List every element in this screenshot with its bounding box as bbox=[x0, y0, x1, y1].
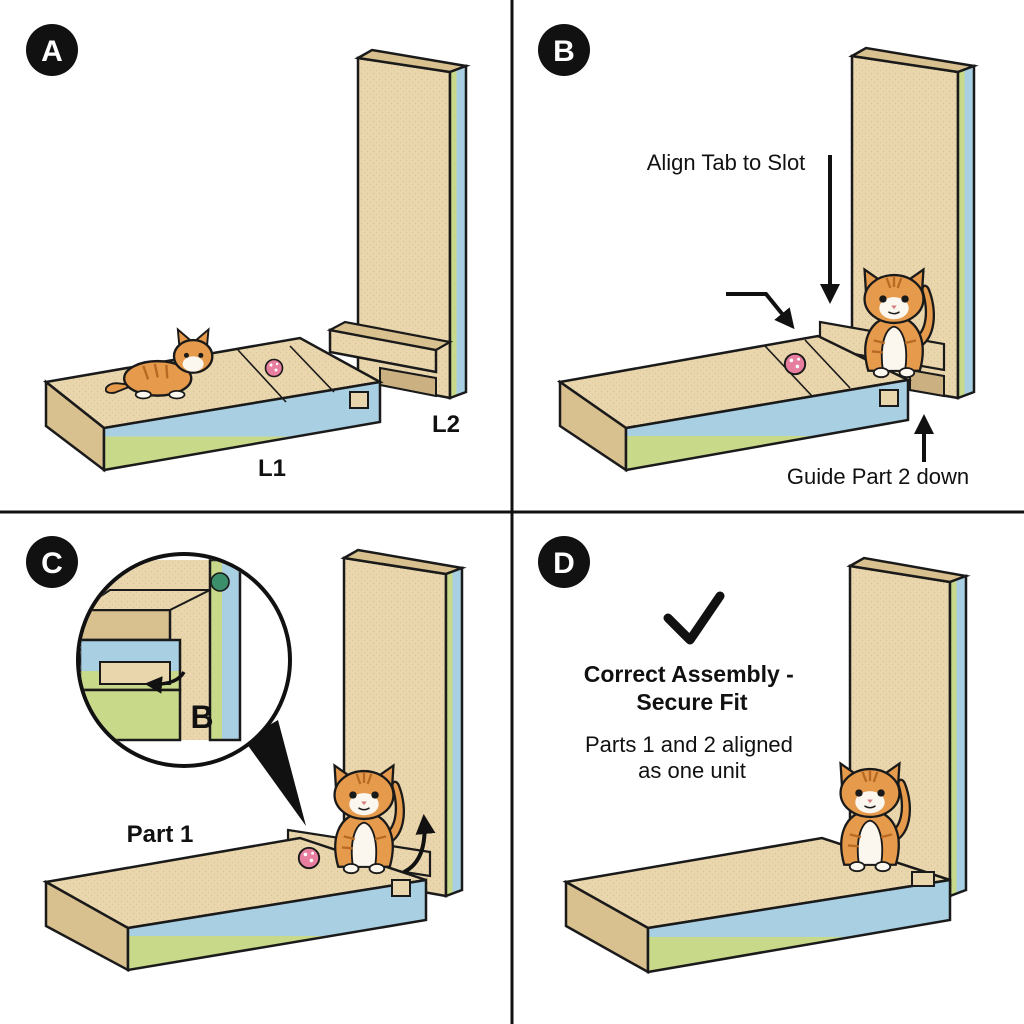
svg-text:B: B bbox=[553, 35, 575, 68]
label-align-tab: Align Tab to Slot bbox=[647, 150, 806, 175]
svg-text:D: D bbox=[553, 547, 575, 580]
part-one-base bbox=[42, 836, 428, 973]
curved-arrow-icon bbox=[144, 671, 186, 694]
callout-label: B bbox=[190, 699, 213, 735]
label-guide-part: Guide Part 2 down bbox=[787, 464, 969, 489]
toy-ball-icon bbox=[297, 846, 321, 870]
toy-ball-icon bbox=[264, 358, 284, 378]
correct-assembly-subtitle: Parts 1 and 2 aligned as one unit bbox=[585, 732, 799, 783]
panel-c: C Part 1 bbox=[26, 536, 467, 973]
correct-assembly-title: Correct Assembly - Secure Fit bbox=[584, 661, 800, 715]
svg-text:A: A bbox=[41, 35, 63, 68]
part-two-upright bbox=[326, 48, 471, 400]
label-part-one: L1 bbox=[258, 455, 286, 482]
step-badge-a: A bbox=[26, 24, 78, 76]
curved-arrow-icon bbox=[403, 814, 436, 874]
step-badge-b: B bbox=[538, 24, 590, 76]
check-mark-icon bbox=[663, 591, 725, 645]
panel-a: A L1 L2 bbox=[26, 24, 471, 482]
magnifier-callout-icon bbox=[76, 552, 306, 826]
part-one-base bbox=[43, 336, 384, 473]
arrow-icon bbox=[726, 292, 795, 330]
step-badge-d: D bbox=[538, 536, 590, 588]
toy-ball-icon bbox=[783, 352, 807, 376]
panel-d: D Correct Assembly - Secure Fit Parts 1 … bbox=[538, 536, 971, 975]
step-badge-c: C bbox=[26, 536, 78, 588]
label-part-two: L2 bbox=[432, 411, 460, 438]
part-one-base bbox=[556, 334, 913, 473]
label-part-one: Part 1 bbox=[127, 821, 194, 848]
panel-b: B Align Tab to Slot Guide Part 2 down bbox=[538, 24, 979, 489]
svg-text:C: C bbox=[41, 547, 63, 580]
